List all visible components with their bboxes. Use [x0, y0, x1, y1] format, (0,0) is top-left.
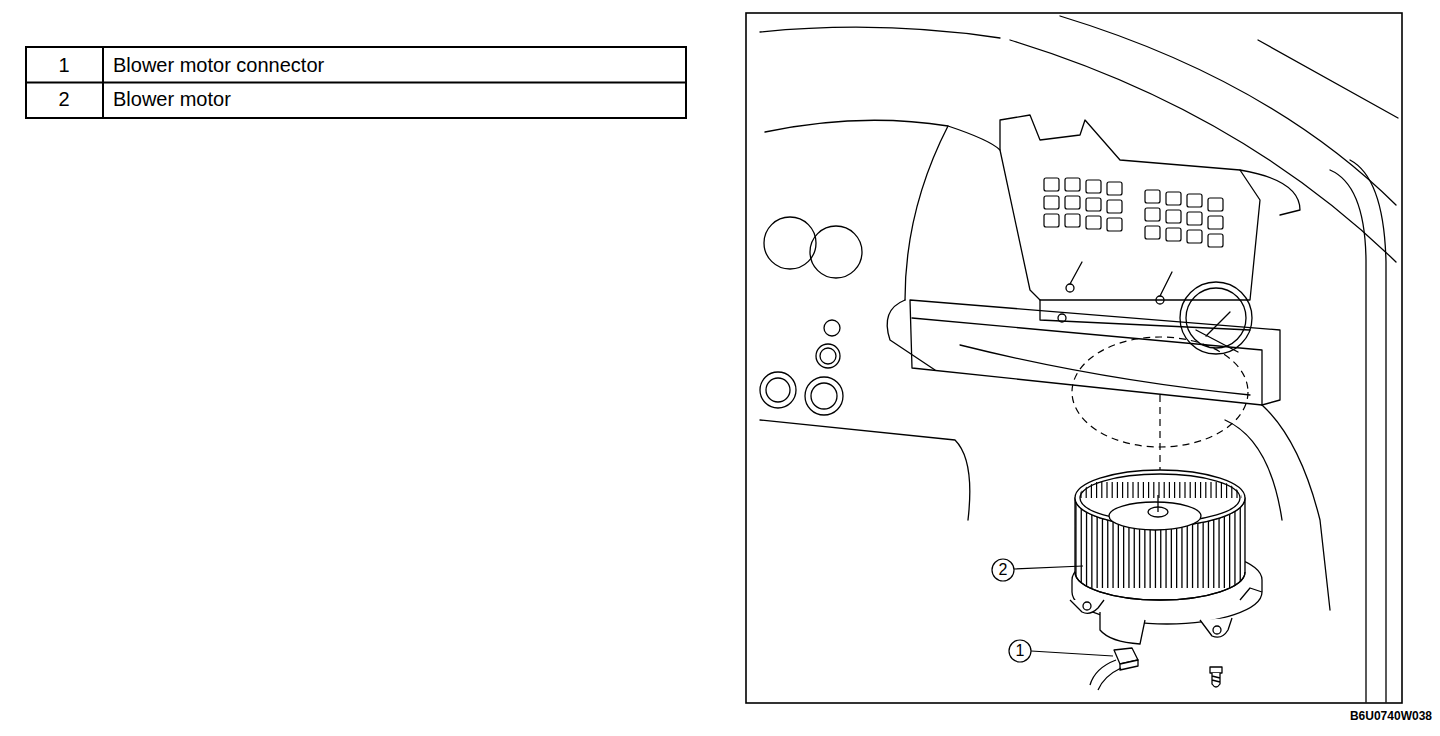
- windshield-line: [1010, 40, 1396, 262]
- console-line: [760, 420, 970, 520]
- vent-lever: [1070, 262, 1172, 296]
- motor-hub: [1109, 502, 1201, 530]
- dash-panel: [948, 126, 1000, 150]
- wheel-rim: [1080, 474, 1240, 522]
- screw: [1156, 296, 1164, 304]
- hidden-location: [1072, 337, 1248, 485]
- knob: [816, 344, 840, 368]
- table-cell-number: 2: [58, 88, 69, 110]
- connector-wire: [1090, 660, 1121, 690]
- knob: [824, 320, 840, 336]
- leader-line: [1031, 651, 1113, 656]
- side-panel: [1262, 405, 1330, 610]
- callouts: [992, 559, 1113, 662]
- callout-circle: [1009, 640, 1031, 662]
- motor-body: [1100, 612, 1145, 644]
- inner-fins: [1070, 489, 1250, 490]
- gauge: [764, 217, 816, 269]
- figure-frame: [746, 13, 1402, 703]
- screw: [1066, 284, 1074, 292]
- round-vent: [1186, 288, 1246, 348]
- knob: [805, 377, 843, 415]
- figure-code: B6U0740W038: [1350, 710, 1432, 723]
- windshield-line: [1258, 40, 1398, 118]
- vent-grid: [1044, 178, 1223, 247]
- callout-circle: [992, 559, 1014, 581]
- table-cell-number: 1: [58, 54, 69, 76]
- wheel-fins: [1070, 537, 1250, 538]
- knob: [811, 383, 837, 409]
- glove-tray: [910, 300, 1280, 405]
- gauge: [810, 226, 862, 278]
- dash-panel: [765, 120, 948, 300]
- knob: [820, 348, 836, 364]
- knob: [766, 378, 790, 402]
- table-column-rule: [102, 47, 104, 118]
- windshield-line: [1060, 16, 1396, 205]
- wheel-base: [1075, 572, 1245, 600]
- roof-line: [760, 27, 1000, 38]
- table-row-rule: [26, 82, 686, 84]
- mount-tab: [1240, 588, 1262, 600]
- blower-motor-drawing: [1070, 470, 1262, 690]
- leader-line: [1014, 566, 1083, 569]
- knob: [760, 372, 796, 408]
- vent-module: [1000, 115, 1260, 300]
- glove-tray: [960, 345, 1250, 395]
- mount-tab: [1200, 618, 1232, 637]
- pillar-line: [1350, 160, 1386, 702]
- vent-module: [1240, 170, 1300, 215]
- mount-hole: [1213, 626, 1221, 634]
- dashboard-outline: [760, 16, 1398, 702]
- callout-number: 2: [999, 561, 1008, 579]
- mount-tab: [1070, 600, 1104, 613]
- connector: [1120, 660, 1138, 670]
- table-cell-text: Blower motor: [113, 88, 231, 110]
- table-cell-text: Blower motor connector: [113, 54, 324, 76]
- callout-number: 1: [1016, 642, 1025, 660]
- screw: [1210, 667, 1222, 673]
- screw: [1058, 314, 1066, 322]
- glove-tray: [912, 318, 1262, 405]
- parts-table: [26, 47, 686, 118]
- table-border: [26, 47, 686, 118]
- screw: [1212, 673, 1220, 687]
- shaft: [1157, 495, 1158, 512]
- mount-hole: [1083, 602, 1091, 610]
- pillar-line: [1330, 170, 1366, 702]
